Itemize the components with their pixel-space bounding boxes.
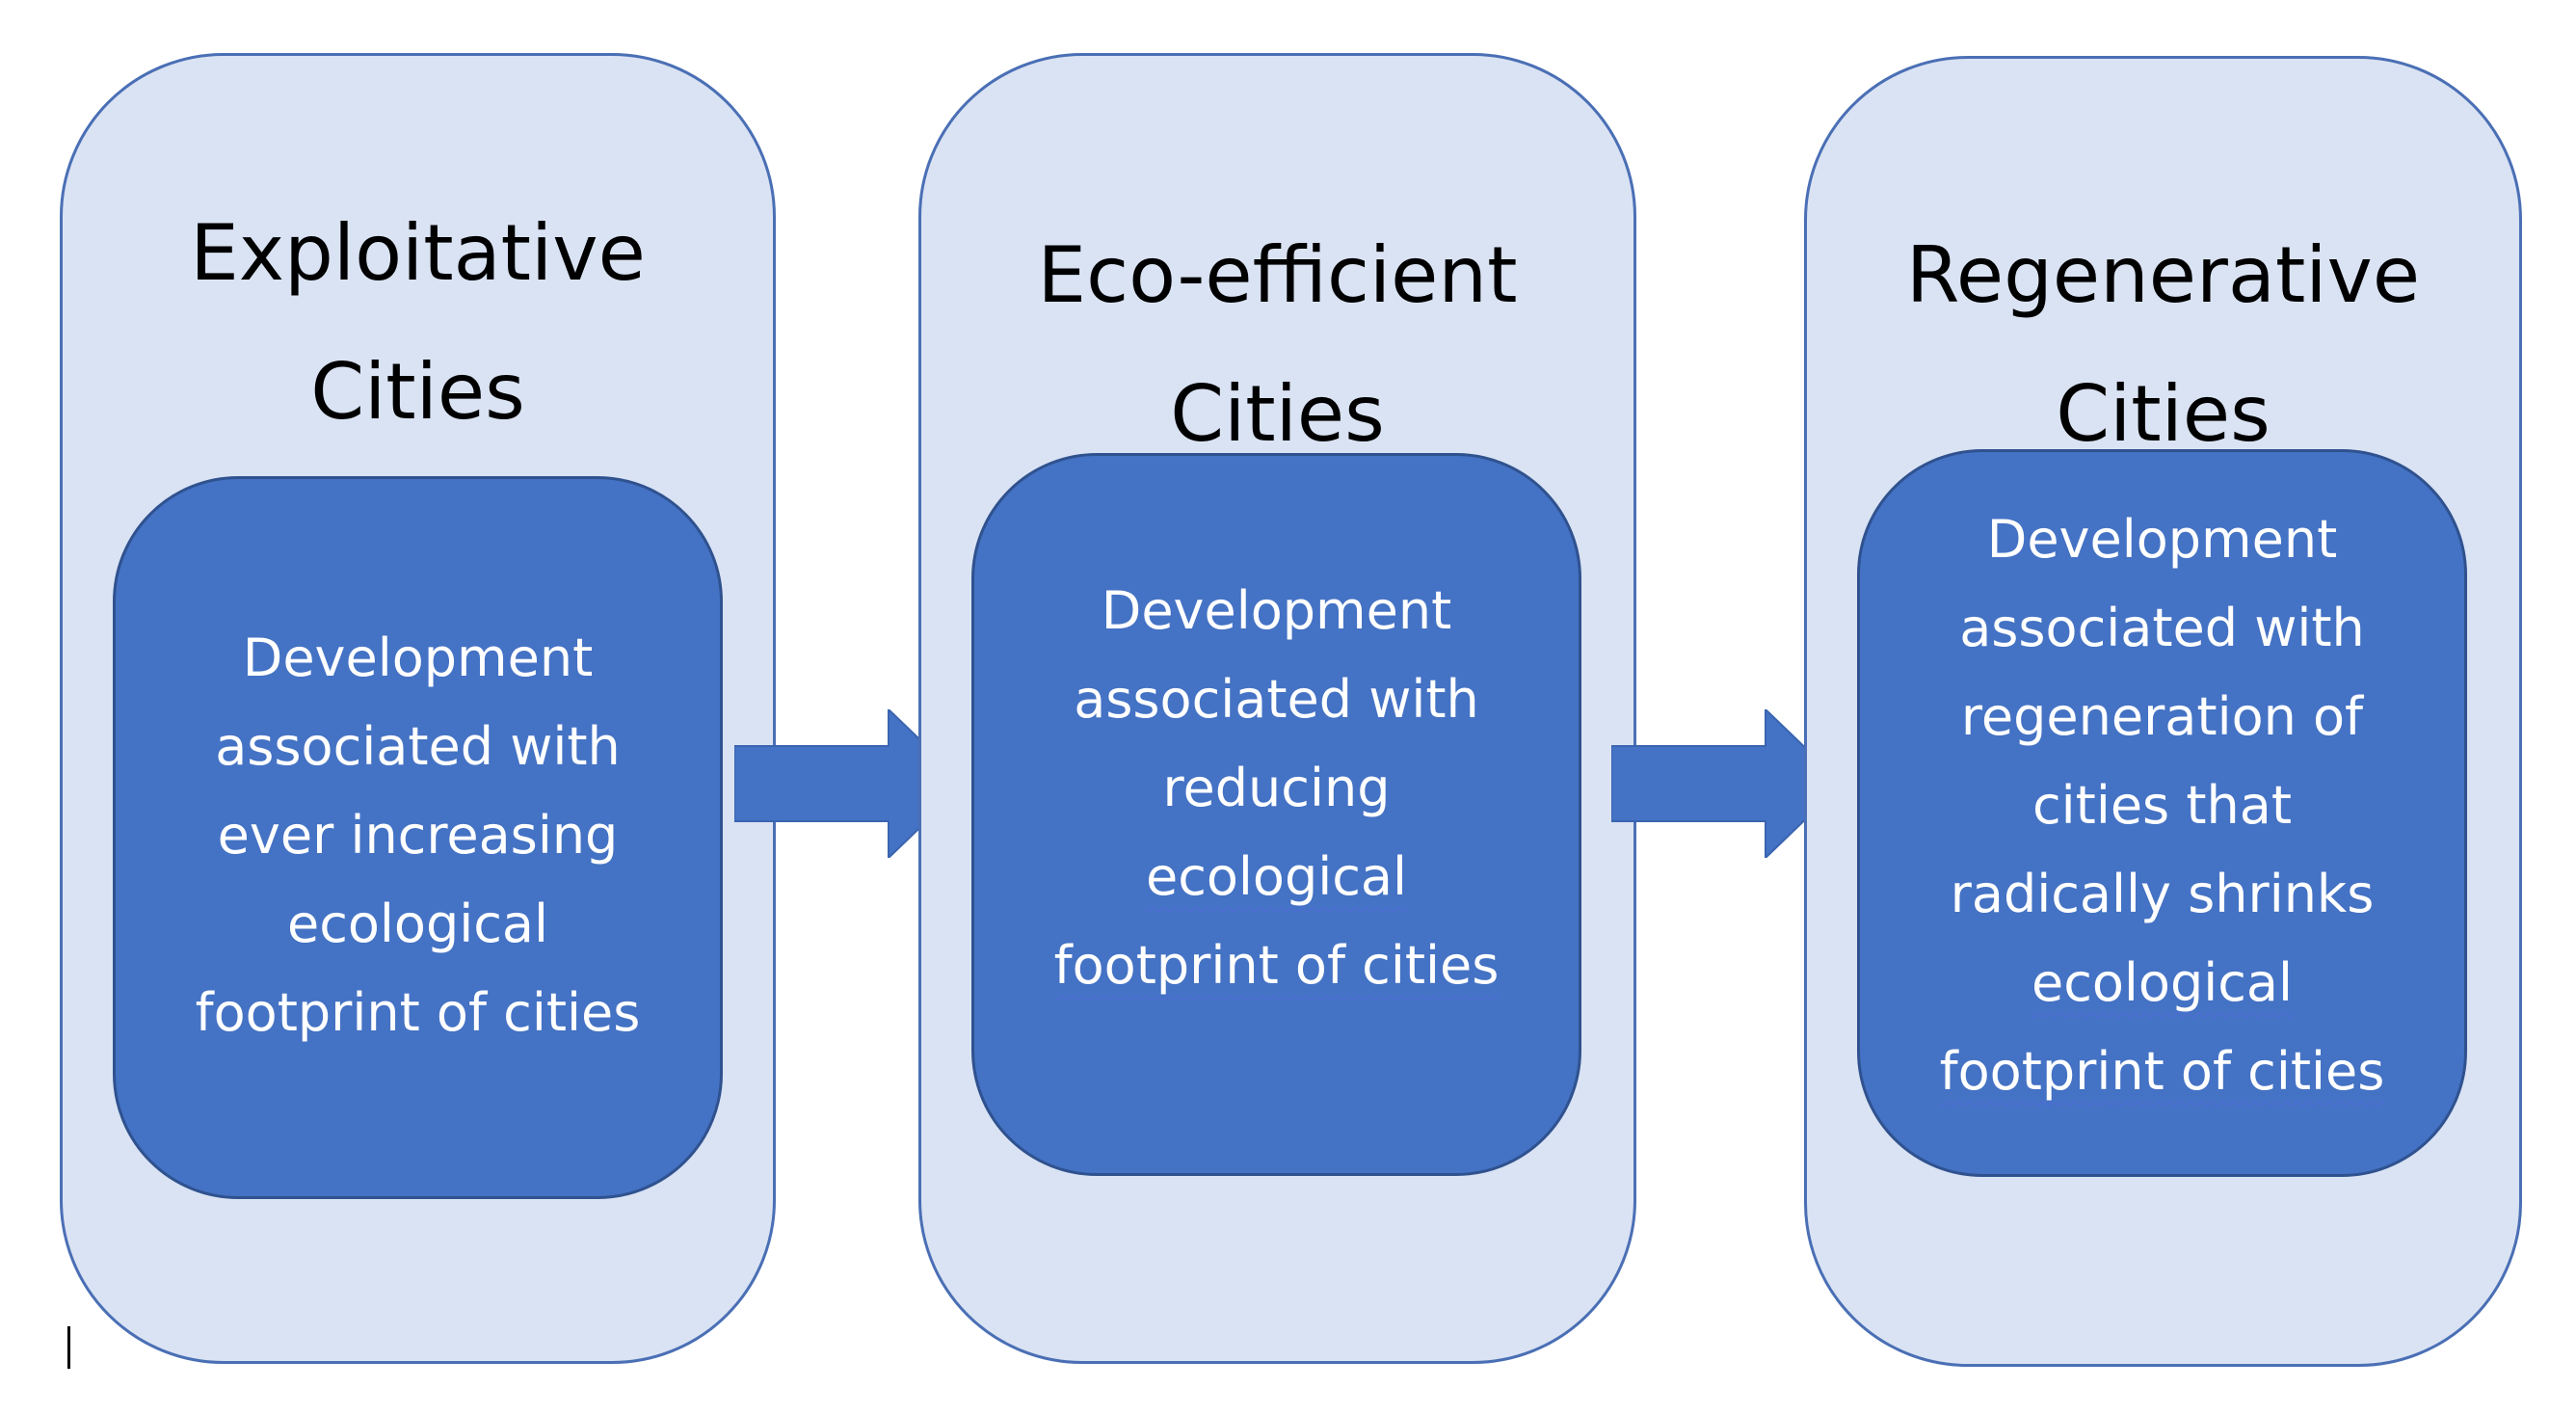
description-line: ecological <box>1145 846 1408 907</box>
stage-title: Eco-efficient Cities <box>921 206 1633 484</box>
description-line: Development <box>1986 508 2338 570</box>
stage-description: Development associated with regeneration… <box>1940 495 2385 1116</box>
description-line: Development <box>1101 580 1452 641</box>
stage-panel-eco-efficient: Eco-efficient Cities Development associa… <box>918 53 1636 1364</box>
stage-description-box: Development associated with reducing eco… <box>971 453 1581 1176</box>
description-line: radically shrinks <box>1950 863 2375 924</box>
stage-title-line: Regenerative <box>1905 230 2421 320</box>
stage-title-line: Cities <box>310 347 525 437</box>
description-line: footprint of cities <box>1939 1040 2385 1102</box>
description-line: Development <box>242 627 594 688</box>
stage-title-line: Eco-efficient <box>1037 230 1518 320</box>
stage-title-line: Cities <box>2056 369 2271 459</box>
stage-title: Exploitative Cities <box>63 184 773 462</box>
description-line: associated with <box>1959 597 2365 658</box>
stage-description-box: Development associated with regeneration… <box>1857 449 2467 1177</box>
description-line: associated with <box>1074 669 1479 730</box>
description-line: ecological <box>2031 951 2294 1013</box>
description-line: cities that <box>2032 774 2293 836</box>
stage-description: Development associated with reducing eco… <box>1054 567 1500 1010</box>
stage-title: Regenerative Cities <box>1807 206 2519 484</box>
description-line: regeneration of <box>1960 685 2364 747</box>
description-line: footprint of cities <box>1053 935 1500 996</box>
stage-description-box: Development associated with ever increas… <box>113 476 723 1199</box>
description-line: ecological <box>286 894 549 954</box>
stage-title-line: Exploitative <box>190 208 646 298</box>
description-line: ever increasing <box>217 805 619 866</box>
stage-title-line: Cities <box>1170 369 1385 459</box>
text-cursor <box>67 1326 70 1369</box>
stage-panel-exploitative: Exploitative Cities Development associat… <box>60 53 776 1364</box>
description-line: reducing <box>1162 758 1391 818</box>
description-line: associated with <box>215 716 621 777</box>
stage-panel-regenerative: Regenerative Cities Development associat… <box>1804 56 2522 1367</box>
description-line: footprint of cities <box>195 982 641 1043</box>
stage-description: Development associated with ever increas… <box>196 614 641 1057</box>
